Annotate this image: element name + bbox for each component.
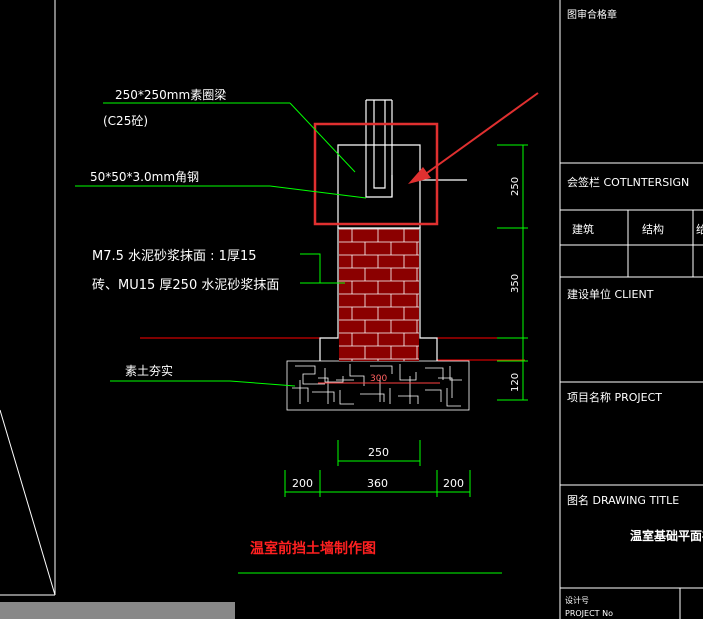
drawing-caption: 温室前挡土墙制作图 xyxy=(250,540,376,557)
col-arch-label: 建筑 xyxy=(572,222,594,236)
horizontal-dimensions xyxy=(284,440,471,497)
annotation-text: 250*250mm素圈梁 (C25砼) 50*50*3.0mm角钢 M7.5 水… xyxy=(90,87,279,378)
dim-200-right: 200 xyxy=(443,477,464,490)
ground-lines xyxy=(140,337,525,361)
highlight-annotation xyxy=(313,92,539,226)
gravel-dimension: 300 xyxy=(318,374,440,384)
project-no-en: PROJECT No xyxy=(565,609,613,618)
footing xyxy=(319,227,438,361)
cosign-label: 会签栏 COTLNTERSIGN xyxy=(567,175,689,189)
drawing-title-label: 图名 DRAWING TITLE xyxy=(567,493,679,507)
drawing-name-text: 温室基础平面布置 xyxy=(630,528,703,543)
horizontal-dimension-text: 250 200 360 200 xyxy=(292,446,464,490)
beam-annotation: 250*250mm素圈梁 xyxy=(115,87,226,102)
col-struct-label: 结构 xyxy=(642,222,664,236)
concrete-annotation: (C25砼) xyxy=(103,114,148,128)
client-label: 建设单位 CLIENT xyxy=(567,287,654,301)
dim-350-vertical: 350 xyxy=(510,274,521,293)
gravel-dim-text: 300 xyxy=(370,374,387,384)
brick-annotation: 砖、MU15 厚250 水泥砂浆抹面 xyxy=(92,278,279,293)
dim-250-vertical: 250 xyxy=(510,177,521,196)
mortar-annotation: M7.5 水泥砂浆抹面 : 1厚15 xyxy=(92,249,256,264)
vertical-dimensions xyxy=(497,144,528,401)
leader-lines xyxy=(75,102,502,574)
brick-wall xyxy=(339,228,419,361)
angle-steel-annotation: 50*50*3.0mm角钢 xyxy=(90,170,199,184)
project-label: 项目名称 PROJECT xyxy=(567,390,662,404)
dim-120-vertical: 120 xyxy=(510,373,521,392)
title-block xyxy=(559,0,703,619)
dim-360: 360 xyxy=(367,477,388,490)
soil-annotation: 素土夯实 xyxy=(125,363,173,378)
foundation-gravel-hatch xyxy=(286,360,470,411)
left-panel-frame xyxy=(0,0,235,619)
col-more-label: 给 xyxy=(696,223,703,236)
concrete-ring-beam xyxy=(337,99,467,228)
review-stamp-label: 图审合格章 xyxy=(567,8,617,21)
dim-250-horizontal: 250 xyxy=(368,446,389,459)
project-no-cn: 设计号 xyxy=(565,595,589,605)
horizontal-scrollbar[interactable] xyxy=(0,602,235,619)
dim-200-left: 200 xyxy=(292,477,313,490)
vertical-dimension-text: 250 350 120 xyxy=(510,177,521,392)
title-block-text: 图审合格章 会签栏 COTLNTERSIGN 建筑 结构 给 建设单位 CLIE… xyxy=(565,8,703,618)
